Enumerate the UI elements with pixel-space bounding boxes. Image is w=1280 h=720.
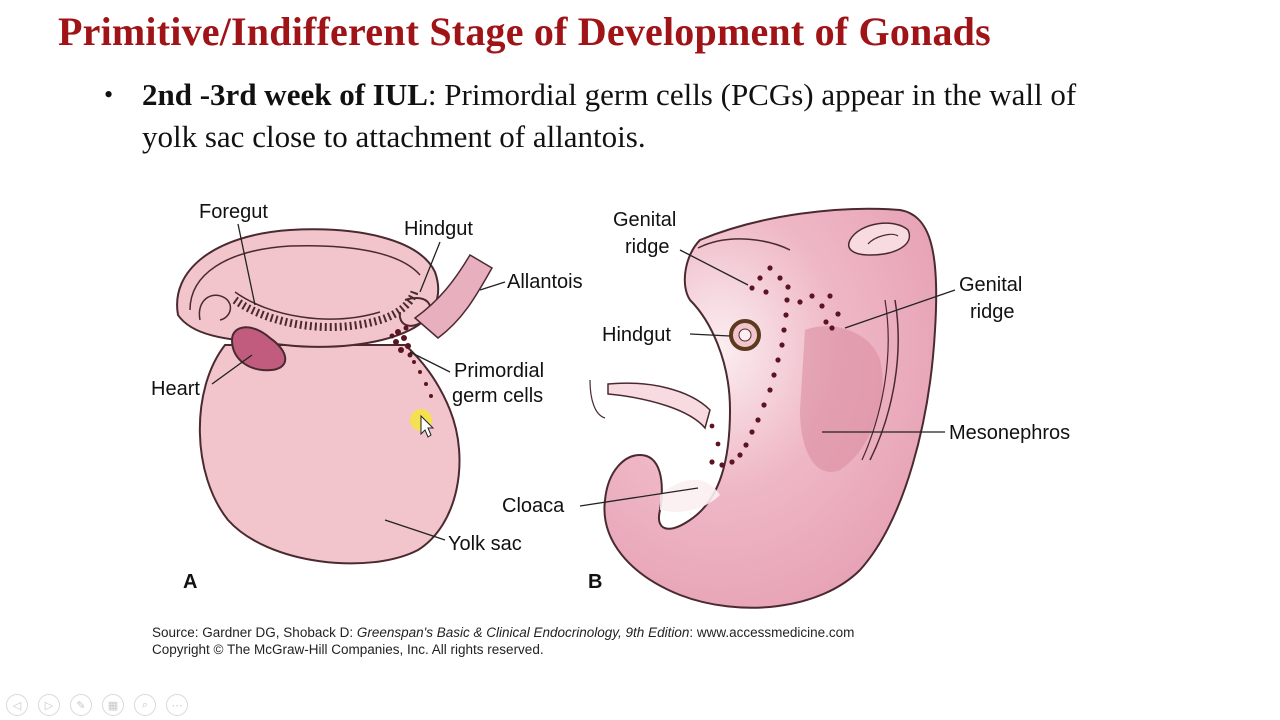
label-hindgut-b: Hindgut: [602, 324, 671, 346]
bullet-bold: 2nd -3rd week of IUL: [142, 77, 428, 112]
source-citation: Source: Gardner DG, Shoback D: Greenspan…: [152, 624, 854, 658]
slide-title: Primitive/Indifferent Stage of Developme…: [58, 9, 991, 54]
label-hindgut-a: Hindgut: [404, 218, 473, 240]
yolk-sac-shape: [198, 344, 461, 565]
allantois-shape: [413, 253, 494, 339]
label-genital-ridge-right-1: Genital: [959, 274, 1022, 296]
panel-a-drawing: Foregut Hindgut Allantois Heart Primordi…: [151, 201, 583, 593]
next-icon[interactable]: ▷: [38, 694, 60, 716]
prev-icon[interactable]: ◁: [6, 694, 28, 716]
slides-icon[interactable]: ▦: [102, 694, 124, 716]
panel-letter-b: B: [588, 571, 602, 593]
embryo-section-shape: [603, 207, 938, 609]
source-copyright: Copyright © The McGraw-Hill Companies, I…: [152, 642, 544, 657]
mesonephros-shape: [800, 326, 883, 472]
panel-letter-a: A: [183, 571, 197, 593]
label-cloaca: Cloaca: [502, 495, 565, 517]
label-genital-ridge-right-2: ridge: [970, 301, 1014, 323]
label-pgc-line2: germ cells: [452, 385, 543, 407]
source-book-title: Greenspan's Basic & Clinical Endocrinolo…: [356, 625, 690, 640]
label-genital-ridge-left-1: Genital: [613, 209, 676, 231]
label-allantois: Allantois: [507, 271, 583, 293]
label-heart: Heart: [151, 378, 200, 400]
source-prefix: Source: Gardner DG, Shoback D:: [152, 625, 357, 640]
more-icon[interactable]: ⋯: [166, 694, 188, 716]
slideshow-nav: ◁ ▷ ✎ ▦ ⌕ ⋯: [6, 694, 188, 716]
source-url: : www.accessmedicine.com: [689, 625, 855, 640]
germ-cell-trail-b: [709, 265, 841, 468]
panel-b-drawing: Genital ridge Genital ridge Hindgut Cloa…: [502, 207, 1070, 609]
bullet-marker: •: [104, 80, 114, 109]
pen-icon[interactable]: ✎: [70, 694, 92, 716]
zoom-icon[interactable]: ⌕: [134, 694, 156, 716]
bullet-text: 2nd -3rd week of IUL: Primordial germ ce…: [142, 74, 1102, 158]
label-mesonephros: Mesonephros: [949, 422, 1070, 444]
label-genital-ridge-left-2: ridge: [625, 236, 669, 258]
germ-cell-cluster-a: [389, 325, 433, 398]
label-yolk-sac: Yolk sac: [448, 533, 522, 555]
label-pgc-line1: Primordial: [454, 360, 544, 382]
bullet-body: : Primordial germ cells (PCGs) appear in…: [142, 77, 1077, 154]
mouse-cursor: [410, 409, 435, 438]
label-foregut: Foregut: [199, 201, 268, 223]
